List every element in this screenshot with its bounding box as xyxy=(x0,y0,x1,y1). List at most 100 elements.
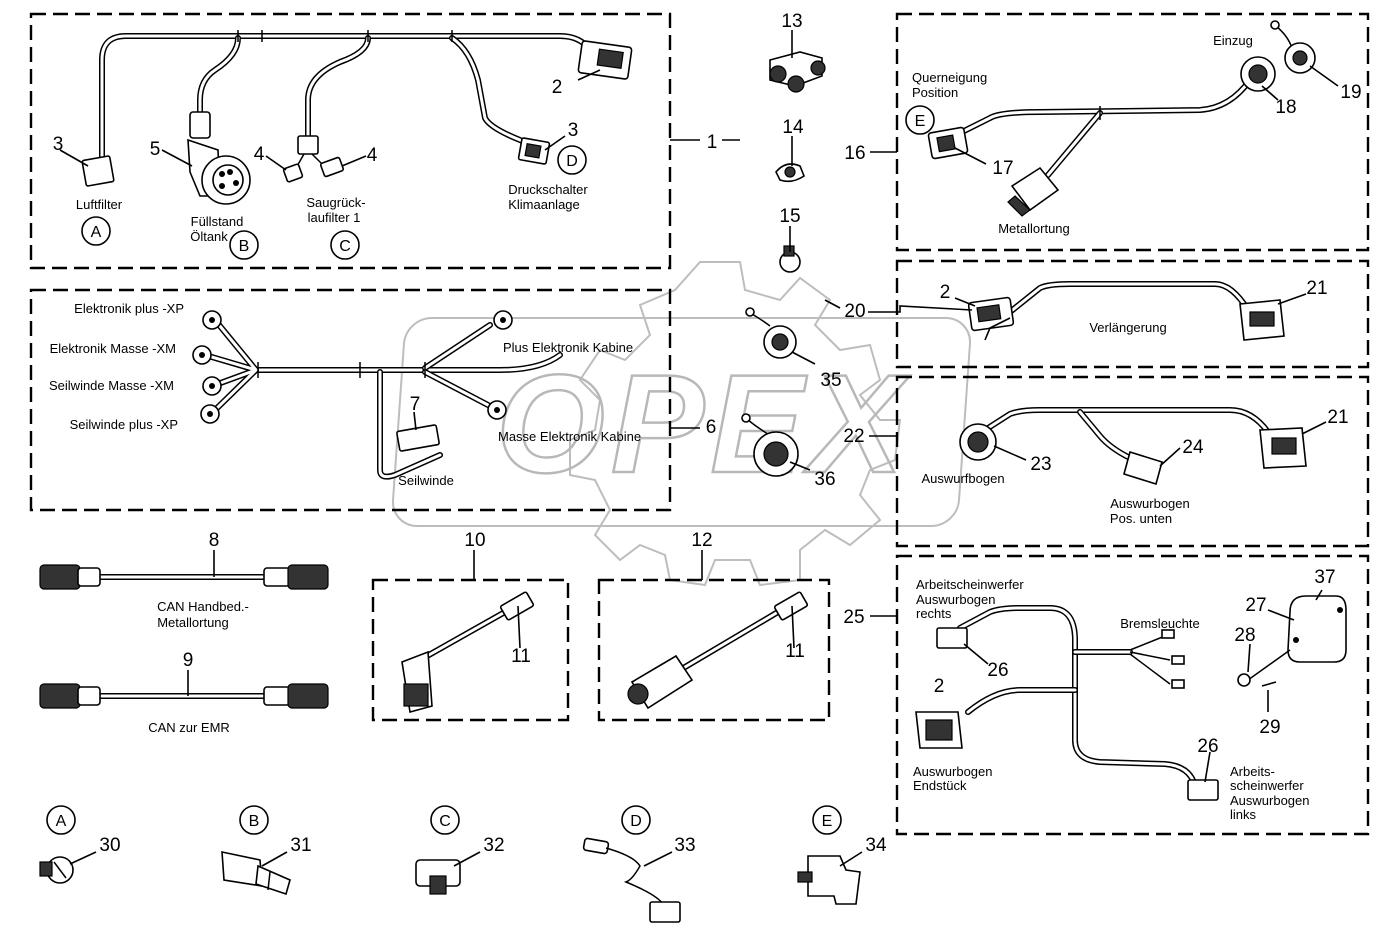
label-fuellstand: Füllstand xyxy=(191,214,244,229)
label-seilwinde-plus: Seilwinde plus -XP xyxy=(70,417,178,432)
watermark: OPEX xyxy=(391,261,972,587)
number-37: 37 xyxy=(1314,567,1335,588)
marker-e: E xyxy=(915,113,926,130)
part-35-cap xyxy=(745,307,797,359)
number-8: 8 xyxy=(209,530,220,551)
number-4-right: 4 xyxy=(367,145,378,166)
group-box-20 xyxy=(895,259,1370,369)
marker-d: D xyxy=(566,153,578,170)
number-20: 20 xyxy=(844,301,865,322)
label-masse-kabine: Masse Elektronik Kabine xyxy=(498,429,641,444)
label-elektronik-plus: Elektronik plus -XP xyxy=(74,301,184,316)
number-2-bottom: 2 xyxy=(934,676,945,697)
leader-lines xyxy=(59,30,1339,867)
part-36-socket xyxy=(741,413,799,477)
harness-6 xyxy=(192,310,563,480)
marker-c: C xyxy=(339,238,351,255)
label-rechts: rechts xyxy=(916,606,952,621)
number-29: 29 xyxy=(1259,717,1280,738)
number-6: 6 xyxy=(706,417,717,438)
number-3-right: 3 xyxy=(568,120,579,141)
label-auswurbogen-unten: Auswurbogen xyxy=(1110,496,1190,511)
marker-a-sensor: A xyxy=(56,813,67,830)
label-auswurbogen-links: Auswurbogen xyxy=(1230,793,1310,808)
text-labels: Luftfilter Füllstand Öltank Saugrück- la… xyxy=(49,33,1310,822)
group-box-12 xyxy=(597,578,831,722)
label-arbeitscheinwerfer: Arbeitscheinwerfer xyxy=(916,577,1024,592)
number-4-left: 4 xyxy=(254,144,265,165)
label-bremsleuchte: Bremsleuchte xyxy=(1120,616,1199,631)
label-auswurfbogen: Auswurfbogen xyxy=(921,471,1004,486)
label-can-handbed: CAN Handbed.- xyxy=(157,599,249,614)
number-2-mid: 2 xyxy=(940,282,951,303)
label-einzug: Einzug xyxy=(1213,33,1253,48)
harness-16 xyxy=(927,20,1316,217)
number-17: 17 xyxy=(992,158,1013,179)
label-verlaengerung: Verlängerung xyxy=(1089,320,1166,335)
group-box-1 xyxy=(29,12,672,270)
harness-20 xyxy=(868,281,1285,341)
label-querneigung: Querneigung xyxy=(912,70,987,85)
group-box-22 xyxy=(895,375,1370,548)
can-cable-9 xyxy=(39,683,329,709)
label-elektronik-masse: Elektronik Masse -XM xyxy=(50,341,176,356)
part-14-clamp xyxy=(775,163,805,183)
label-metallortung: Metallortung xyxy=(998,221,1070,236)
letter-markers: A B C D E A B C D E xyxy=(46,105,935,835)
number-35: 35 xyxy=(820,370,841,391)
number-1: 1 xyxy=(707,132,718,153)
number-5: 5 xyxy=(150,139,161,160)
number-30: 30 xyxy=(99,835,120,856)
number-31: 31 xyxy=(290,835,311,856)
part-13-tee-connector xyxy=(769,51,826,93)
number-11-left: 11 xyxy=(511,646,531,667)
number-3-left: 3 xyxy=(53,134,64,155)
number-22: 22 xyxy=(843,426,864,447)
label-oeltank: Öltank xyxy=(190,229,228,244)
number-34: 34 xyxy=(865,835,887,856)
number-18: 18 xyxy=(1275,97,1296,118)
label-links: links xyxy=(1230,807,1257,822)
number-14: 14 xyxy=(782,117,804,138)
number-25: 25 xyxy=(843,607,864,628)
cable-10 xyxy=(401,591,535,714)
number-26-top: 26 xyxy=(987,660,1008,681)
label-luftfilter: Luftfilter xyxy=(76,197,123,212)
marker-d-sensor: D xyxy=(630,813,642,830)
harness-22 xyxy=(959,407,1307,486)
number-21-bottom: 21 xyxy=(1327,407,1348,428)
label-plus-kabine: Plus Elektronik Kabine xyxy=(503,340,633,355)
marker-b: B xyxy=(239,238,250,255)
label-seilwinde-masse: Seilwinde Masse -XM xyxy=(49,378,174,393)
group-box-6 xyxy=(29,288,672,512)
number-28: 28 xyxy=(1234,625,1255,646)
label-scheinwerfer: scheinwerfer xyxy=(1230,778,1304,793)
marker-e-sensor: E xyxy=(822,813,833,830)
marker-b-sensor: B xyxy=(249,813,260,830)
number-27: 27 xyxy=(1245,595,1266,616)
label-saugrueck: Saugrück- xyxy=(306,195,365,210)
label-auswurbogen-endstueck: Auswurbogen xyxy=(913,764,993,779)
number-21-top: 21 xyxy=(1306,278,1327,299)
label-endstueck: Endstück xyxy=(913,778,967,793)
number-12: 12 xyxy=(691,530,712,551)
label-auswurbogen-rechts: Auswurbogen xyxy=(916,592,996,607)
label-druckschalter: Druckschalter xyxy=(508,182,588,197)
label-can-metallortung: Metallortung xyxy=(157,615,229,630)
group-box-10 xyxy=(371,578,570,722)
number-9: 9 xyxy=(183,650,194,671)
label-laufilter: laufilter 1 xyxy=(308,210,361,225)
number-33: 33 xyxy=(674,835,695,856)
number-24: 24 xyxy=(1182,437,1204,458)
label-arbeits: Arbeits- xyxy=(1230,764,1275,779)
label-klimaanlage: Klimaanlage xyxy=(508,197,580,212)
watermark-brand: OPEX xyxy=(496,345,911,502)
label-position: Position xyxy=(912,85,958,100)
label-seilwinde: Seilwinde xyxy=(398,473,454,488)
number-32: 32 xyxy=(483,835,504,856)
number-10: 10 xyxy=(464,530,485,551)
cable-12 xyxy=(627,591,809,710)
sensor-31 xyxy=(221,850,291,896)
